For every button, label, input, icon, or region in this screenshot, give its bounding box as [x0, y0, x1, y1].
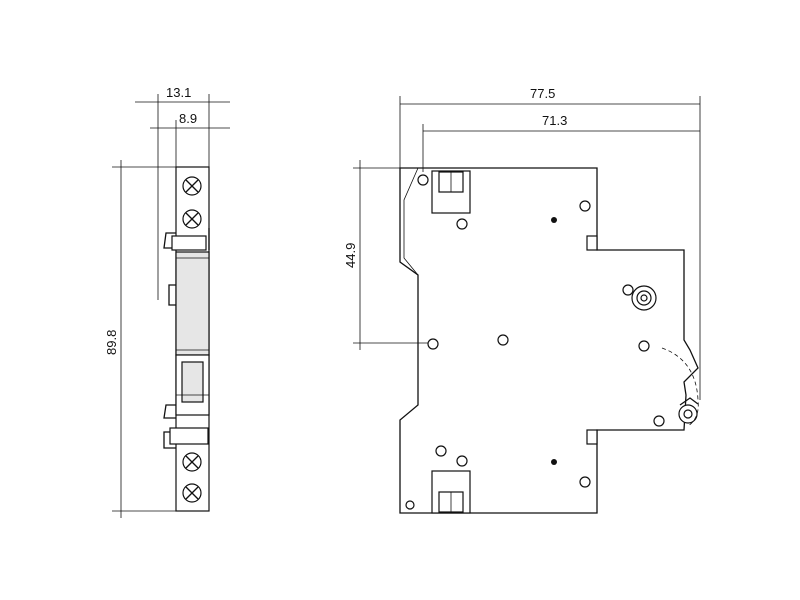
side-view-middle-section [175, 251, 210, 356]
front-hole [622, 284, 634, 296]
dim-text-77-5: 77.5 [530, 86, 555, 101]
side-lower-screw-2 [182, 483, 202, 503]
front-central-knob [631, 285, 657, 311]
front-rivet [551, 459, 557, 465]
front-lower-rail-clip [586, 429, 598, 445]
front-hole [417, 174, 429, 186]
front-rivet [551, 217, 557, 223]
front-dimension-77-5: 77.5 [399, 86, 701, 400]
side-view [163, 166, 210, 512]
side-dimension-89-8: 89.8 [104, 160, 176, 518]
dim-text-8-9: 8.9 [179, 111, 197, 126]
front-dimension-71-3: 71.3 [422, 113, 700, 172]
front-hole [638, 340, 650, 352]
front-hole [435, 445, 447, 457]
front-hole [405, 500, 415, 510]
front-hole [653, 415, 665, 427]
dim-text-44-9: 44.9 [343, 243, 358, 268]
side-lower-clip [169, 427, 209, 445]
side-pin [168, 284, 176, 306]
front-dimension-44-9: 44.9 [343, 160, 428, 350]
front-hole [456, 455, 468, 467]
front-hole [456, 218, 468, 230]
front-hole [427, 338, 439, 350]
front-hole [579, 200, 591, 212]
front-hole [497, 334, 509, 346]
front-view [399, 167, 699, 514]
dim-text-89-8: 89.8 [104, 330, 119, 355]
side-upper-screw-2 [182, 209, 202, 229]
side-upper-screw-1 [182, 176, 202, 196]
front-hole [579, 476, 591, 488]
side-lower-screw-1 [182, 452, 202, 472]
front-lever [678, 397, 699, 424]
dim-text-71-3: 71.3 [542, 113, 567, 128]
side-upper-clip [163, 228, 210, 250]
front-view-outline [399, 167, 699, 514]
side-dimension-8-9: 8.9 [150, 111, 230, 167]
dim-text-13-1: 13.1 [166, 85, 191, 100]
front-upper-rail-clip [586, 235, 598, 251]
